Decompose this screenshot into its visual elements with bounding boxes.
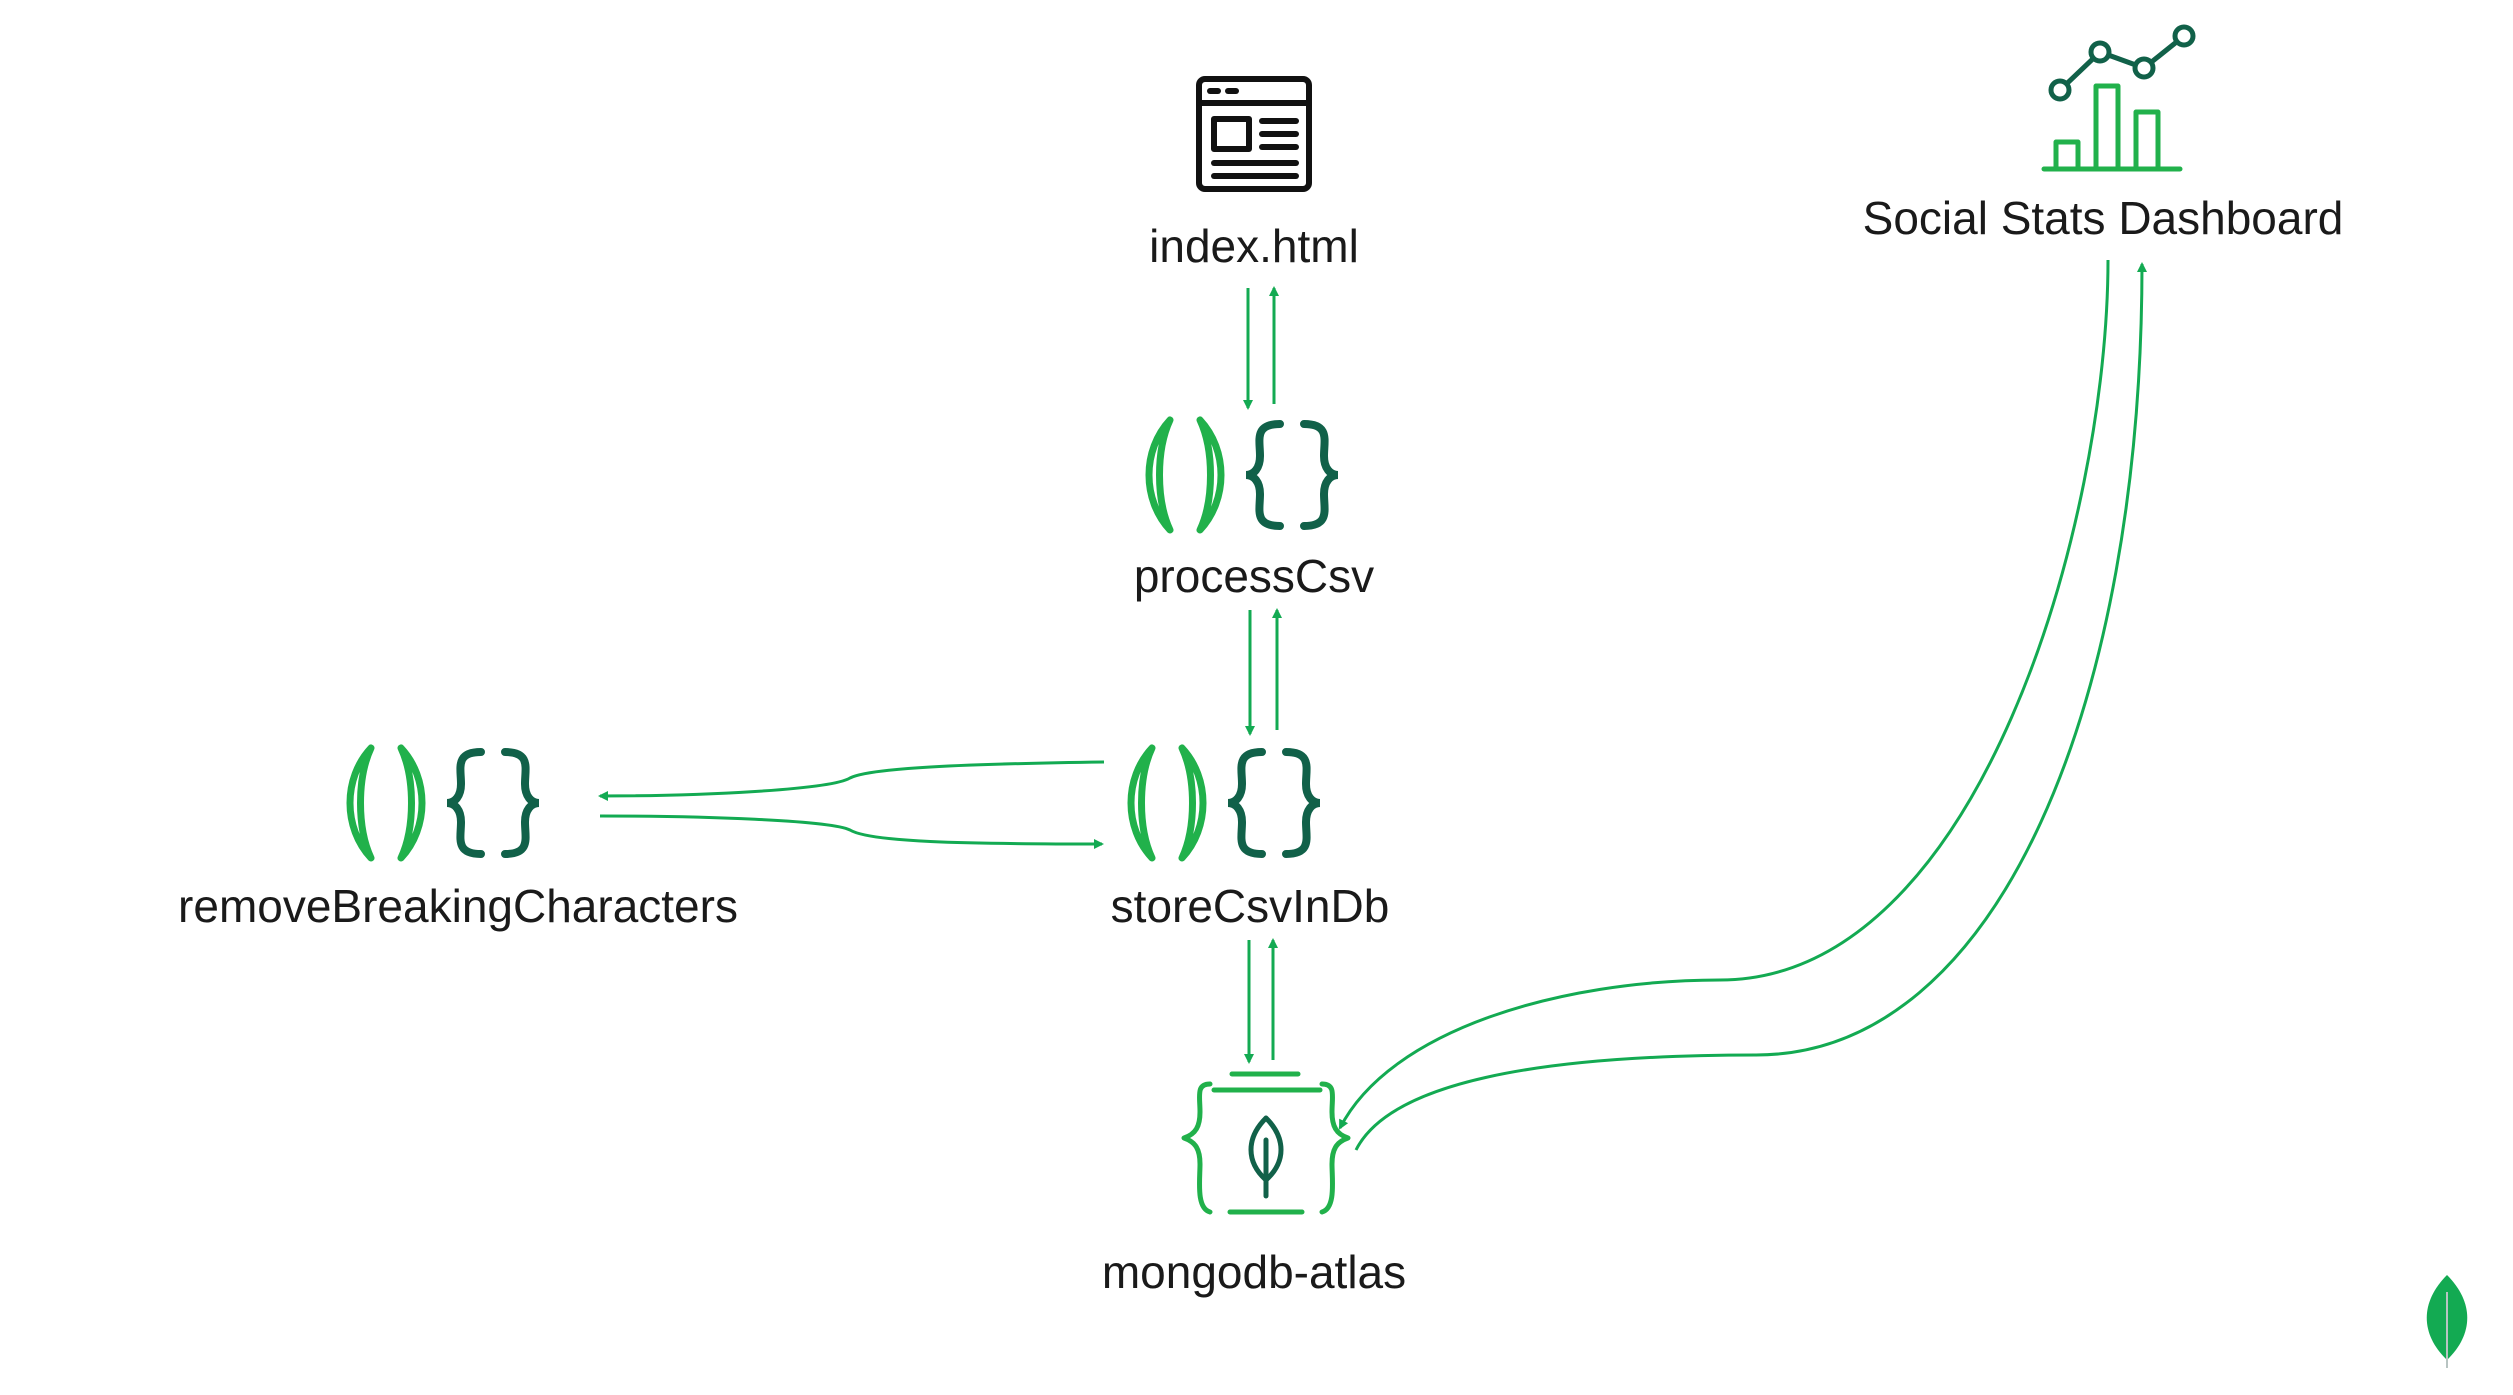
edge-remove-to-store <box>599 814 1104 849</box>
store-csv-label: storeCsvInDb <box>1111 880 1390 932</box>
database-leaf-icon <box>1181 1071 1351 1215</box>
chart-dashboard-icon <box>2041 24 2196 172</box>
node-mongodb-atlas: mongodb-atlas <box>1102 1071 1406 1298</box>
social-stats-dashboard-label: Social Stats Dashboard <box>1863 192 2344 244</box>
edge-mongodb-to-dashboard <box>1354 262 2147 1151</box>
edges <box>598 259 2147 1151</box>
edge-store-to-remove <box>598 760 1105 801</box>
mongodb-leaf-logo <box>2426 1275 2468 1368</box>
function-icon <box>1145 416 1339 534</box>
remove-breaking-label: removeBreakingCharacters <box>178 880 738 932</box>
index-html-label: index.html <box>1149 220 1359 272</box>
web-page-icon <box>1196 76 1312 192</box>
node-store-csv: storeCsvInDb <box>1111 744 1390 932</box>
node-process-csv: processCsv <box>1134 416 1374 602</box>
process-csv-label: processCsv <box>1134 550 1374 602</box>
node-social-stats-dashboard: Social Stats Dashboard <box>1863 24 2344 244</box>
mongodb-atlas-label: mongodb-atlas <box>1102 1246 1406 1298</box>
function-icon <box>346 744 540 862</box>
function-icon <box>1127 744 1321 862</box>
edge-dashboard-to-mongodb <box>1338 259 2110 1130</box>
node-index-html: index.html <box>1149 76 1359 272</box>
node-remove-breaking: removeBreakingCharacters <box>178 744 738 932</box>
